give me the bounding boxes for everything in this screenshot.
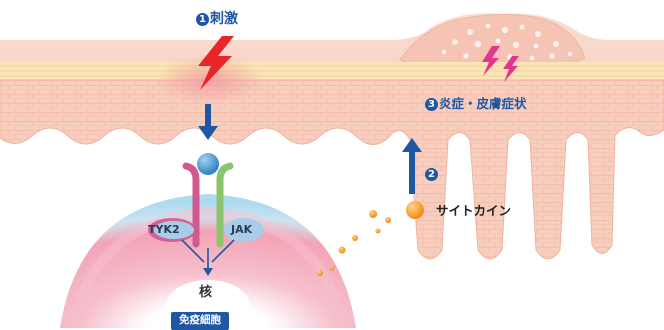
step-2-label: 2 — [425, 165, 439, 181]
nucleus-label: 核 — [199, 286, 212, 299]
ligand-ball — [197, 153, 219, 175]
cytokine-ball — [406, 201, 424, 219]
jak-label: JAK — [231, 224, 252, 235]
cytokine-label: サイトカイン — [436, 205, 511, 218]
step-1-badge: 1 — [196, 13, 209, 26]
symptom-text: 炎症・皮膚症状 — [439, 96, 527, 111]
step-2-badge: 2 — [425, 168, 438, 181]
tyk2-label: TYK2 — [148, 224, 180, 235]
step-3-badge: 3 — [425, 98, 438, 111]
epidermis-layer — [0, 80, 664, 259]
stimulus-text: 刺激 — [210, 11, 238, 27]
immune-cell-label: 免疫細胞 — [171, 312, 229, 330]
